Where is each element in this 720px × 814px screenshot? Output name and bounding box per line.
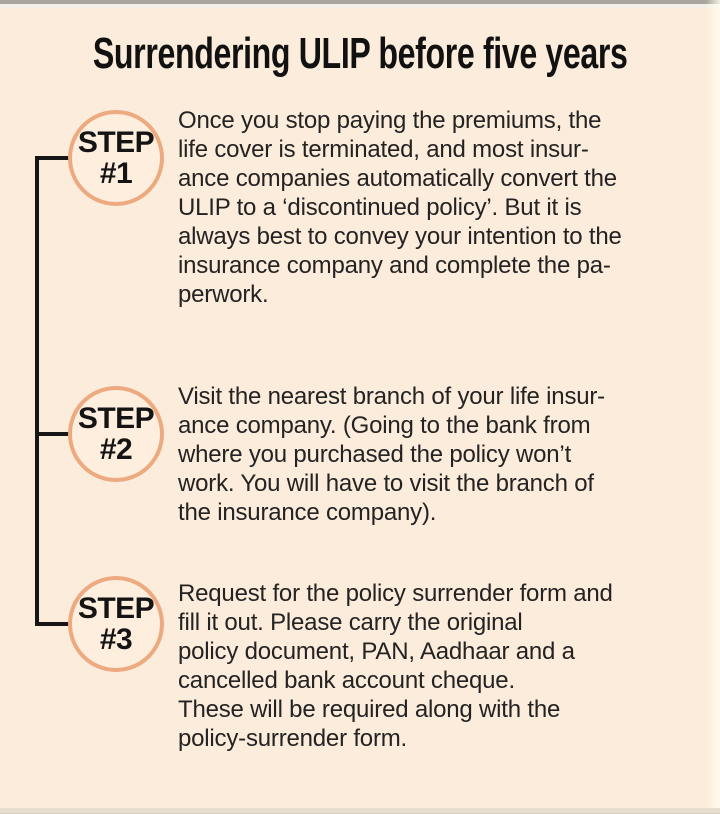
step-1-badge-number: #1 [99,157,133,190]
connector-stub-step-1 [35,156,72,160]
title-row: Surrendering ULIP before five years [0,30,720,78]
step-2-description: Visit the nearest branch of your life in… [178,383,605,526]
step-1-badge-word: STEP [77,126,155,159]
right-edge-highlight [706,0,720,814]
step-2-badge-word: STEP [77,402,155,435]
step-3-description: Request for the policy surrender form an… [178,580,613,752]
page-title: Surrendering ULIP before five years [92,29,628,78]
bottom-edge-strip [0,808,720,814]
step-1-badge: STEP #1 [68,110,164,206]
connector-stub-step-3 [35,622,72,626]
step-2-badge-number: #2 [99,433,133,466]
step-2-badge: STEP #2 [68,386,164,482]
top-edge-strip [0,0,720,8]
step-1-description: Once you stop paying the premiums, the l… [178,107,622,308]
step-3-badge-word: STEP [77,592,155,625]
connector-line [35,156,39,626]
connector-stub-step-2 [35,432,72,436]
step-3-badge-number: #3 [99,623,133,656]
step-3-badge: STEP #3 [68,576,164,672]
